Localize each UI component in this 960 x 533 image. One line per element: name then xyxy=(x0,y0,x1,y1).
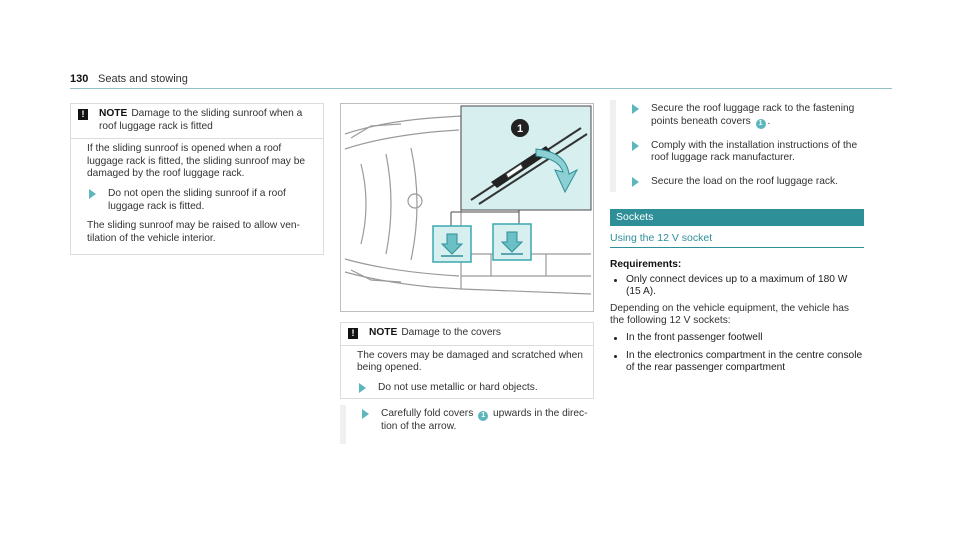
list-item: In the front passenger footwell xyxy=(614,332,864,345)
page-number: 130 xyxy=(70,73,89,85)
section-heading-sockets: Sockets xyxy=(610,209,864,227)
step-arrow-icon xyxy=(362,409,369,419)
step-text: Do not use metallic or hard objects. xyxy=(378,381,538,393)
header-rule xyxy=(70,88,892,89)
bullet-dot-icon xyxy=(614,336,617,340)
step-arrow-icon xyxy=(89,188,96,199)
instruction-step: Secure the roof luggage rack to the fast… xyxy=(630,103,864,129)
note-signal-word: NOTE xyxy=(369,327,398,338)
down-arrow-icon xyxy=(492,223,532,261)
roof-rack-illustration: 1 xyxy=(340,103,594,312)
note-paragraph: The sliding sunroof may be raised to all… xyxy=(87,220,300,244)
step-arrow-icon xyxy=(632,176,639,187)
fold-covers-step: Carefully fold covers 1 upwards in the d… xyxy=(340,405,594,444)
note-paragraph: The covers may be damaged and scratched … xyxy=(357,349,583,374)
bullet-dot-icon xyxy=(614,354,617,358)
step-text: Secure the roof luggage rack to the fast… xyxy=(651,103,855,129)
instruction-step: Do not use metallic or hard objects. xyxy=(357,382,583,395)
step-text: Secure the load on the roof luggage rack… xyxy=(651,175,838,187)
list-item: In the electronics compartment in the ce… xyxy=(614,350,864,375)
warning-icon: ! xyxy=(348,328,358,339)
subsection-heading: Using the 12 V socket xyxy=(610,232,864,248)
step-arrow-icon xyxy=(632,140,639,151)
requirements-list: Only connect devices up to a maximum of … xyxy=(610,274,864,299)
instruction-step: Carefully fold covers 1 upwards in the d… xyxy=(360,408,594,434)
down-arrow-icon xyxy=(432,225,472,263)
right-column: Secure the roof luggage rack to the fast… xyxy=(610,100,864,378)
list-item: Only connect devices up to a maximum of … xyxy=(614,274,864,299)
right-steps: Secure the roof luggage rack to the fast… xyxy=(610,100,864,193)
step-arrow-icon xyxy=(632,104,639,114)
callout-number: 1 xyxy=(517,123,523,135)
sockets-paragraph: Depending on the vehicle equipment, the … xyxy=(610,302,850,327)
instruction-step: Do not open the sliding sunroof if a roo… xyxy=(87,188,313,213)
bullet-dot-icon xyxy=(614,278,617,282)
callout-number: 1 xyxy=(478,411,489,421)
callout-number: 1 xyxy=(755,118,766,129)
car-roof-diagram: 1 xyxy=(344,105,592,295)
step-arrow-icon xyxy=(359,382,366,393)
instruction-step: Comply with the installation instruction… xyxy=(630,140,864,165)
step-text: Do not open the sliding sunroof if a roo… xyxy=(108,187,286,212)
note-signal-word: NOTE xyxy=(99,108,128,119)
sockets-list: In the front passenger footwell In the e… xyxy=(610,332,864,375)
requirements-label: Requirements: xyxy=(610,258,682,270)
instruction-step: Secure the load on the roof luggage rack… xyxy=(630,176,864,189)
page-section-title: Seats and stowing xyxy=(98,73,188,85)
note-title: Damage to the covers xyxy=(401,327,501,338)
note-body: If the sliding sunroof is opened when a … xyxy=(71,139,323,256)
step-text: Carefully fold covers 1 upwards in the d… xyxy=(381,408,588,432)
warning-icon: ! xyxy=(78,109,88,120)
note-title: Damage to the sliding sunroof when a roo… xyxy=(99,108,303,132)
note-paragraph: If the sliding sunroof is opened when a … xyxy=(87,143,306,180)
step-text: Comply with the installation instruction… xyxy=(651,139,858,164)
note-body: The covers may be damaged and scratched … xyxy=(341,346,593,406)
